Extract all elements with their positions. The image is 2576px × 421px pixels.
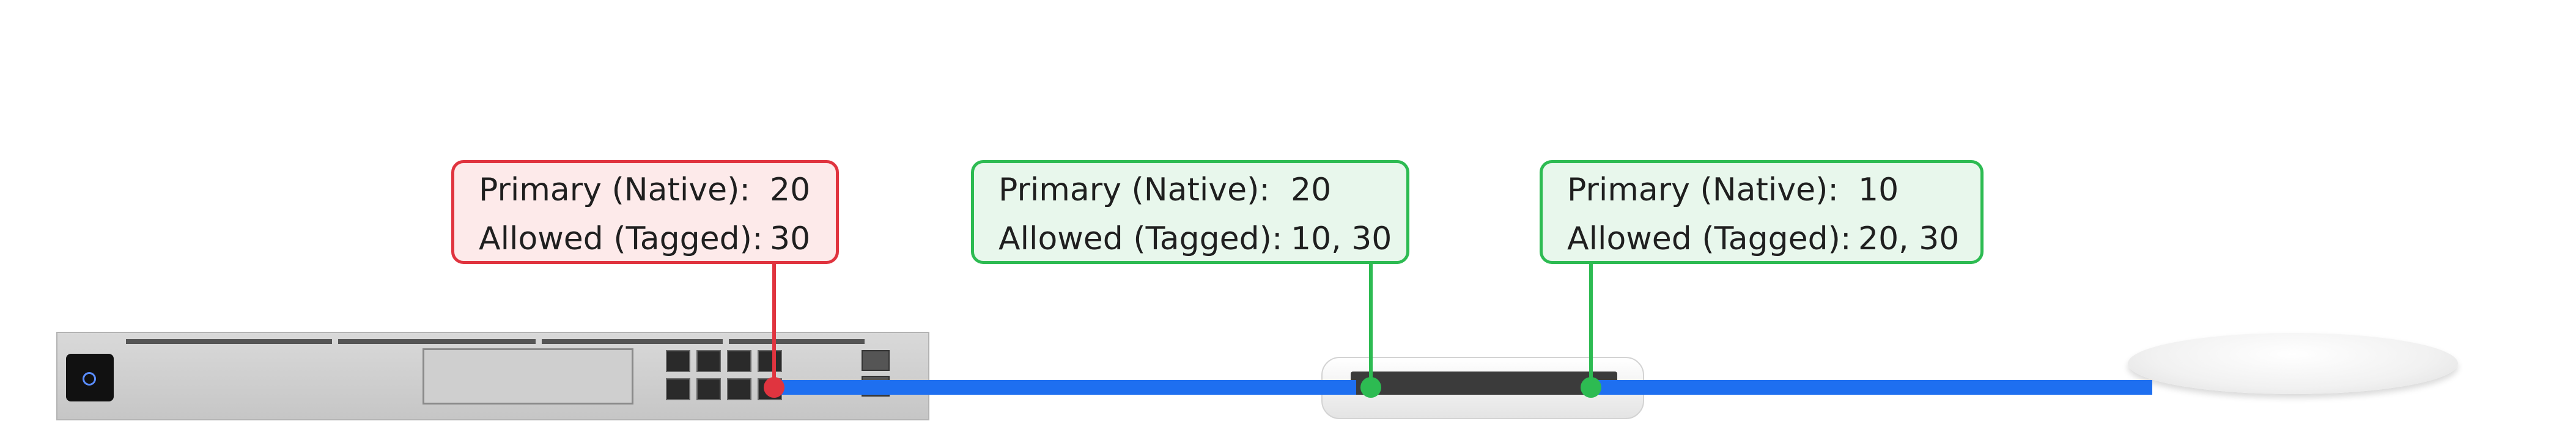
vlan-callout-switch-ap-port: Primary (Native): 10 Allowed (Tagged): 2… [1540,160,1984,264]
allowed-tagged-row: Allowed (Tagged): 20, 30 [1567,221,1959,257]
ethernet-port [696,350,721,372]
switch-uplink-port-marker [1360,377,1381,398]
ethernet-port [666,350,690,372]
primary-native-label: Primary (Native): [479,172,750,208]
callout-connector-line [772,264,776,386]
allowed-tagged-row: Allowed (Tagged): 10, 30 [998,221,1392,257]
vent-slot [338,339,536,344]
drive-bay [423,348,633,405]
callout-connector-line [1589,264,1593,386]
callout-connector-line [1369,264,1373,386]
vent-slot [542,339,723,344]
allowed-tagged-value: 10, 30 [1291,221,1392,257]
switch-ap-port-marker [1581,377,1601,398]
ethernet-port [758,350,782,372]
vent-slot [126,339,332,344]
primary-native-row: Primary (Native): 20 [998,172,1331,208]
cable-switch-to-ap [1590,380,2152,395]
primary-native-value: 20 [1291,172,1332,208]
ethernet-port [666,378,690,400]
vlan-callout-gateway-port: Primary (Native): 20 Allowed (Tagged): 3… [451,160,839,264]
access-point [2128,333,2458,394]
vent-slot [729,339,865,344]
primary-native-row: Primary (Native): 10 [1567,172,1899,208]
primary-native-row: Primary (Native): 20 [479,172,810,208]
ethernet-port [696,378,721,400]
vlan-callout-switch-uplink-port: Primary (Native): 20 Allowed (Tagged): 1… [971,160,1409,264]
sfp-port [862,350,890,371]
allowed-tagged-value: 20, 30 [1858,221,1960,257]
switch-port-row [1351,372,1617,395]
gateway-port-marker [764,377,784,398]
allowed-tagged-row: Allowed (Tagged): 30 [479,221,810,257]
allowed-tagged-label: Allowed (Tagged): [479,221,763,257]
primary-native-value: 20 [770,172,811,208]
lan-port-group [666,350,788,411]
primary-native-label: Primary (Native): [1567,172,1839,208]
primary-native-value: 10 [1858,172,1899,208]
ethernet-port [727,350,751,372]
touch-display [66,354,114,401]
primary-native-label: Primary (Native): [998,172,1270,208]
gateway-rack-unit [56,332,929,420]
allowed-tagged-value: 30 [770,221,811,257]
ethernet-port [727,378,751,400]
access-point-body [2128,333,2458,394]
cable-gateway-to-switch [775,380,1356,395]
allowed-tagged-label: Allowed (Tagged): [1567,221,1851,257]
allowed-tagged-label: Allowed (Tagged): [998,221,1283,257]
